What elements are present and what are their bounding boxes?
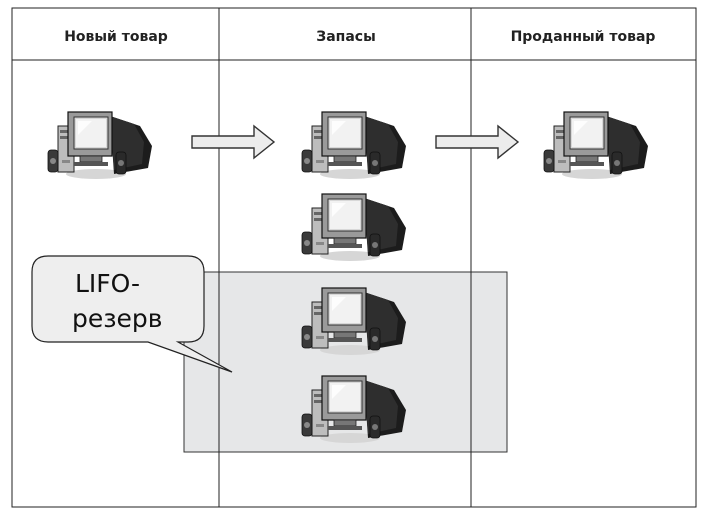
arrow-right-icon-to-sold (435, 125, 519, 159)
header-new-goods: Новый товар (64, 29, 168, 45)
arrow-right-icon-to-inventory (191, 125, 275, 159)
table-frame (11, 7, 697, 508)
computer-icon-inventory-2 (301, 193, 407, 262)
computer-icon-new-goods (47, 111, 153, 180)
lifo-reserve-callout (31, 255, 233, 373)
computer-icon-inventory-1 (301, 111, 407, 180)
header-sold-goods: Проданный товар (511, 29, 656, 45)
header-inventory: Запасы (316, 29, 375, 45)
callout-text-line-1: LIFO- (75, 269, 140, 298)
callout-text-line-2: резерв (72, 304, 163, 333)
computer-icon-sold-goods (543, 111, 649, 180)
